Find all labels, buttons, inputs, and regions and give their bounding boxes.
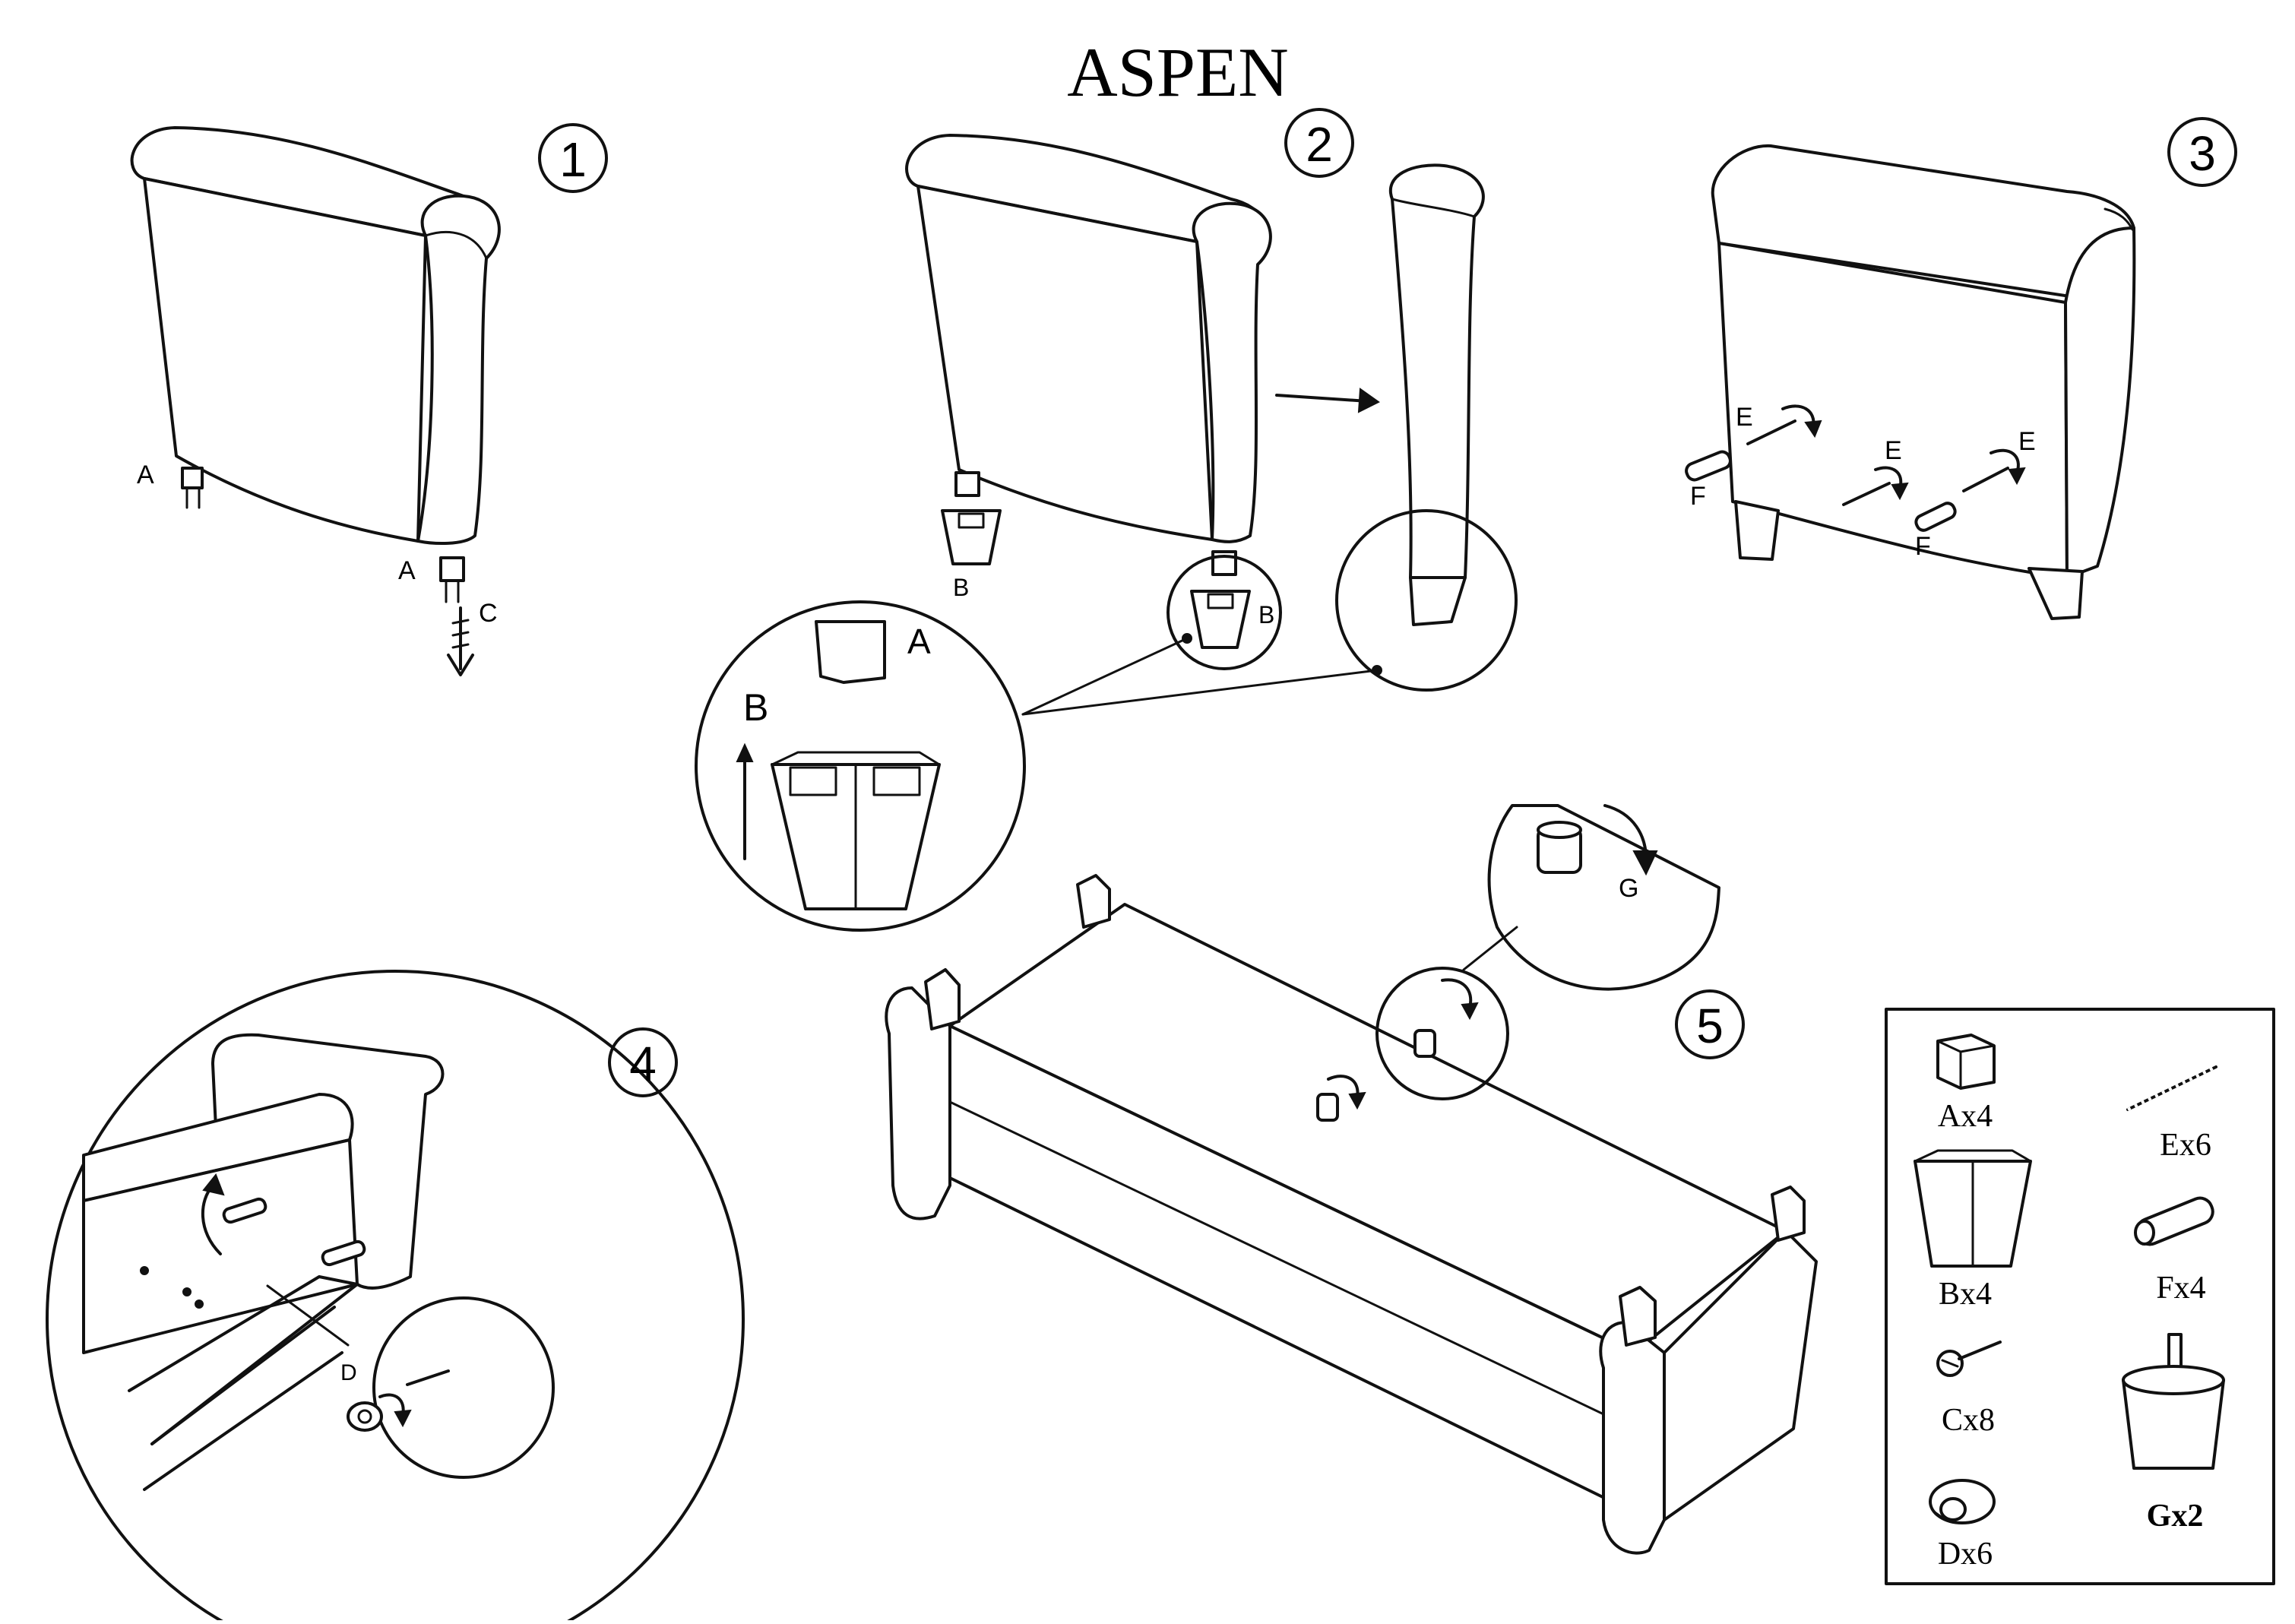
dowels-step-4 — [222, 1197, 366, 1267]
armrest-step-1 — [130, 126, 501, 546]
label-a-magnified: A — [907, 622, 931, 661]
step-1-number: 1 — [559, 132, 587, 187]
bolts-step-3 — [1746, 404, 2026, 506]
bracket-a-left — [181, 467, 204, 509]
step-3-badge — [2167, 117, 2237, 187]
step-5: 5 G — [885, 804, 1818, 1555]
part-b-label: Bx4 — [1939, 1277, 1992, 1312]
step-4-badge — [608, 1027, 678, 1097]
armrest-side-view — [1388, 163, 1485, 579]
side-leg — [1409, 576, 1467, 626]
direction-arrow — [1275, 388, 1380, 413]
step-1-badge — [538, 123, 608, 193]
sofa-corner-step-4 — [82, 1033, 445, 1491]
magnified-bracket-a — [815, 620, 886, 684]
label-a-step1-right: A — [398, 556, 416, 585]
detail-circle-cam-lock — [372, 1296, 555, 1479]
part-d-label: Dx6 — [1938, 1537, 1993, 1572]
part-e-label: Ex6 — [2160, 1128, 2211, 1163]
label-e-step3-a: E — [1736, 403, 1753, 432]
screw-c-step1 — [447, 606, 474, 676]
detail-circle-leg-g-small — [1375, 967, 1509, 1100]
detail-circle-side — [1335, 509, 1518, 692]
step-4: 4 D — [46, 970, 745, 1624]
magnified-leg-detail — [695, 600, 1026, 932]
part-c-label: Cx8 — [1942, 1403, 1995, 1438]
label-f-step3-a: F — [1690, 482, 1706, 511]
label-a-step1-left: A — [137, 461, 154, 489]
part-g-label: Gx2 — [2147, 1499, 2204, 1534]
leader-line-side — [1021, 669, 1379, 716]
label-b-magnified: B — [743, 686, 768, 729]
part-c-icon — [1936, 1341, 2002, 1377]
leg-b-step2-right — [1190, 590, 1251, 649]
parts-list-frame — [1885, 1008, 2275, 1585]
step-5-number: 5 — [1696, 999, 1724, 1053]
title: ASPEN — [1067, 33, 1288, 111]
label-f-step3-b: F — [1915, 532, 1931, 561]
magnified-leg-g — [1487, 804, 1720, 991]
label-d-step4: D — [340, 1360, 357, 1385]
step-2: 2 B B — [695, 108, 1518, 932]
label-b-step2-right: B — [1258, 601, 1274, 628]
part-e-icon — [2126, 1065, 2217, 1111]
step-4-number: 4 — [629, 1037, 657, 1091]
step-2-badge — [1284, 108, 1354, 178]
rotate-arrow-small — [1441, 978, 1473, 1009]
magnified-leg-b — [771, 751, 941, 910]
step-1: 1 A A C — [130, 123, 608, 676]
up-arrow-magnified — [736, 742, 754, 860]
part-g-icon — [2122, 1333, 2225, 1470]
part-b-icon — [1914, 1149, 2032, 1268]
step-3: 3 E E E F F — [1685, 117, 2237, 620]
armrest-step-2 — [905, 134, 1272, 543]
step-5-badge — [1675, 989, 1745, 1059]
leader-line-small — [1021, 637, 1189, 716]
part-f-icon — [2134, 1196, 2214, 1246]
dowels-step-3 — [1685, 450, 1957, 532]
label-e-step3-b: E — [1885, 436, 1902, 465]
leader-line-step-4 — [266, 1284, 350, 1347]
legs-g-step-5 — [1316, 1029, 1436, 1122]
leg-b-step2-left — [941, 509, 1002, 565]
bracket-a-right — [439, 556, 465, 603]
curved-arrow-step-4 — [140, 1173, 225, 1309]
step-2-number: 2 — [1306, 117, 1333, 172]
label-g-step5: G — [1619, 874, 1638, 903]
part-f-label: Fx4 — [2156, 1271, 2205, 1306]
step-4-magnified-view — [46, 970, 745, 1624]
part-d-icon — [1929, 1479, 1996, 1524]
detail-circle-leg-small — [1166, 555, 1282, 670]
sofa-frame-step-5 — [885, 874, 1818, 1555]
part-a-label: Ax4 — [1938, 1099, 1993, 1134]
leader-line-step-5 — [1462, 926, 1518, 971]
label-b-step2: B — [953, 574, 969, 601]
legs-step-3 — [1734, 500, 2084, 620]
part-a-icon — [1936, 1034, 1996, 1090]
bracket-a-step2-left — [954, 471, 980, 497]
label-c-step1: C — [479, 599, 498, 628]
step-3-number: 3 — [2189, 126, 2216, 181]
cam-lock-d-step4 — [347, 1369, 450, 1432]
parts-list: Ax4 Ex6 Bx4 Fx4 Cx8 Gx2 — [1885, 1008, 2275, 1585]
label-e-step3-c: E — [2018, 427, 2036, 456]
